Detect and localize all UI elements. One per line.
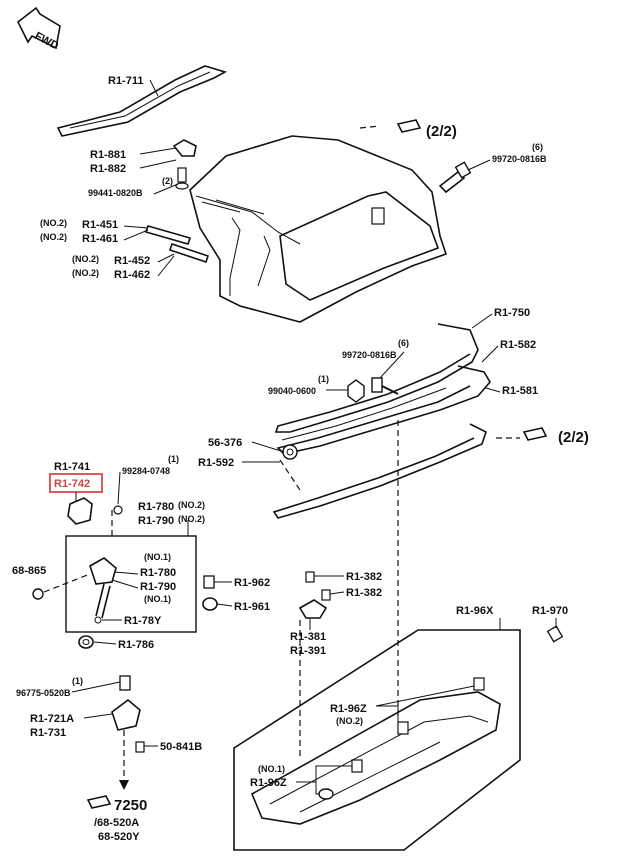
label-r1-780-a: R1-780: [138, 501, 174, 513]
label-99284: 99284-0748: [122, 466, 170, 476]
spoiler-box: [233, 629, 521, 851]
label-r1-742: R1-742: [54, 478, 90, 490]
label-99441: 99441-0820B: [88, 188, 143, 198]
label-99720-mid: 99720-0816B: [342, 350, 397, 360]
label-r1-592: R1-592: [198, 457, 234, 469]
label-r1-461: R1-461: [82, 233, 118, 245]
label-r1-96x: R1-96X: [456, 605, 494, 617]
label-qty-1c: (1): [72, 676, 83, 686]
label-r1-750: R1-750: [494, 307, 530, 319]
label-r1-382-b: R1-382: [346, 587, 382, 599]
strips-451-452: [144, 225, 210, 264]
label-r1-961: R1-961: [234, 601, 270, 613]
label-no1-790: (NO.1): [144, 594, 171, 604]
ref-bottom: 7250: [114, 797, 147, 814]
label-56-376: 56-376: [208, 437, 242, 449]
hardtop-shell: [189, 135, 448, 323]
ref-hand-icon-top: [396, 119, 422, 133]
bracket-721a: [111, 675, 145, 790]
label-r1-962: R1-962: [234, 577, 270, 589]
label-r1-741: R1-741: [54, 461, 90, 473]
label-r1-382-a: R1-382: [346, 571, 382, 583]
grommet-56-376: [282, 444, 298, 460]
label-r1-721a: R1-721A: [30, 713, 74, 725]
label-r1-582: R1-582: [500, 339, 536, 351]
ref-top: (2/2): [426, 123, 457, 140]
label-99720-top: 99720-0816B: [492, 154, 547, 164]
label-no2-780: (NO.2): [178, 500, 205, 510]
label-r1-452: R1-452: [114, 255, 150, 267]
label-99040: 99040-0600: [268, 386, 316, 396]
label-r1-790-b: R1-790: [140, 581, 176, 593]
rear-moulding-assembly: [272, 323, 491, 519]
label-r1-451: R1-451: [82, 219, 118, 231]
label-r1-786: R1-786: [118, 639, 154, 651]
label-r1-381: R1-381: [290, 631, 326, 643]
bumpers-962-961: [202, 575, 218, 611]
weatherstrip-part: [56, 65, 228, 137]
label-r1-731: R1-731: [30, 727, 66, 739]
label-no2-461: (NO.2): [40, 232, 67, 242]
label-qty-1b: (1): [168, 454, 179, 464]
label-qty-6a: (6): [532, 142, 543, 152]
label-r1-78y: R1-78Y: [124, 615, 162, 627]
bolt-970: [546, 625, 564, 643]
ring-786: [78, 635, 94, 649]
label-r1-790-a: R1-790: [138, 515, 174, 527]
label-r1-881: R1-881: [90, 149, 126, 161]
label-r1-711: R1-711: [108, 75, 143, 87]
label-r1-780-b: R1-780: [140, 567, 176, 579]
label-no2-790: (NO.2): [178, 514, 205, 524]
label-96775: 96775-0520B: [16, 688, 71, 698]
label-qty-1a: (1): [318, 374, 329, 384]
assembly-lines: [111, 125, 520, 760]
leader-lines: [71, 79, 557, 795]
bracket-881: [172, 139, 197, 190]
label-68-865: 68-865: [12, 565, 46, 577]
label-no2-96z: (NO.2): [336, 716, 363, 726]
label-no2-462: (NO.2): [72, 268, 99, 278]
ref-hand-icon-mid: [522, 427, 548, 441]
ref-bottom-sub2: 68-520Y: [98, 831, 140, 843]
label-r1-391: R1-391: [290, 645, 326, 657]
label-no1-96z: (NO.1): [258, 764, 285, 774]
label-r1-96z-a: R1-96Z: [330, 703, 367, 715]
label-qty-2: (2): [162, 176, 173, 186]
fwd-arrow-icon: FWD: [16, 6, 61, 52]
label-qty-6b: (6): [398, 338, 409, 348]
label-no2-451: (NO.2): [40, 218, 67, 228]
fasteners-mid: [347, 377, 399, 403]
label-r1-882: R1-882: [90, 163, 126, 175]
ref-bottom-sub1: /68-520A: [94, 817, 139, 829]
bracket-381: [298, 571, 331, 619]
label-r1-581: R1-581: [502, 385, 538, 397]
screw-68-865: [32, 573, 91, 600]
label-r1-970: R1-970: [532, 605, 568, 617]
clip-741: [67, 497, 123, 525]
label-50-841b: 50-841B: [160, 741, 202, 753]
label-r1-462: R1-462: [114, 269, 150, 281]
label-r1-96z-b: R1-96Z: [250, 777, 287, 789]
bolt-99720-top: [438, 161, 472, 194]
label-no1-780: (NO.1): [144, 552, 171, 562]
label-no2-452: (NO.2): [72, 254, 99, 264]
ref-mid: (2/2): [558, 429, 589, 446]
ref-hand-icon-bottom: [86, 795, 112, 809]
